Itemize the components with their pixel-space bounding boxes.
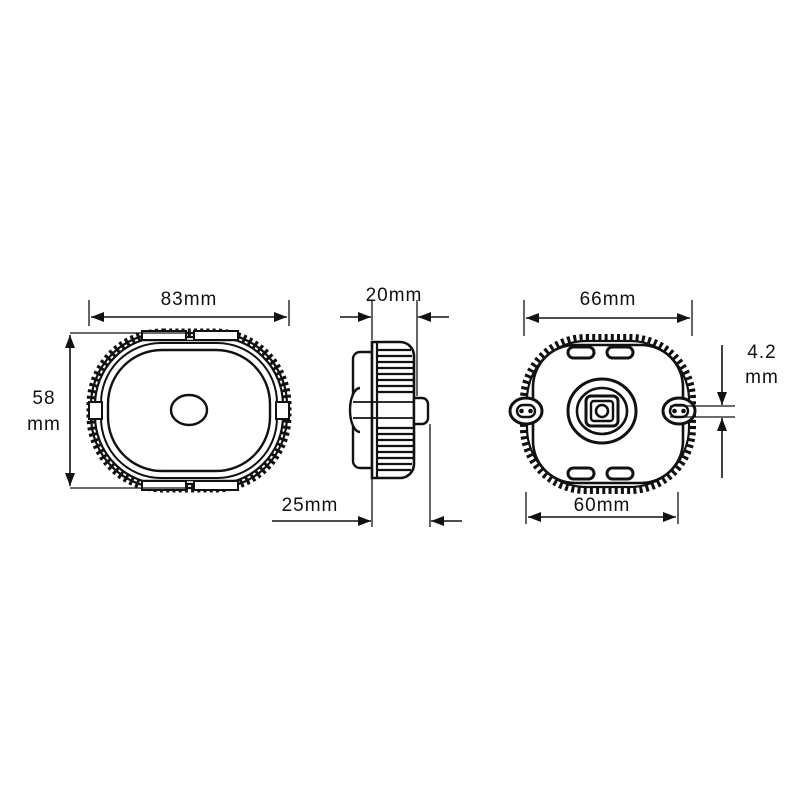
dimension-side-depth-label: 20mm [366, 285, 423, 306]
side-mid-band [353, 401, 416, 419]
dimension-front-width: 83mm [88, 289, 290, 326]
rear-slot-bottom-left [566, 466, 596, 481]
side-mount-base [351, 350, 374, 470]
dimension-rear-width: 66mm [523, 289, 693, 336]
rear-slot-top-left [566, 345, 596, 360]
side-mount-pivot [348, 386, 361, 434]
front-tab-bottom [141, 479, 239, 491]
dimension-rear-width-label: 66mm [580, 289, 637, 310]
dimension-rear-bolt-span: 60mm [525, 492, 679, 524]
rear-screw-hole-right [661, 396, 697, 426]
dimension-side-offset: 25mm [272, 424, 462, 527]
front-center-boss [169, 393, 209, 427]
side-body [370, 340, 416, 480]
side-tab [412, 396, 430, 426]
dimension-rear-bolt-span-label: 60mm [574, 495, 631, 516]
front-view: 83mm 58 mm [27, 289, 292, 493]
dimension-side-offset-label: 25mm [282, 495, 339, 516]
side-view: 20mm 25mm [272, 285, 462, 527]
dimension-front-height-value: 58 [32, 388, 55, 409]
rear-slot-top-right [605, 345, 635, 360]
rear-slots [566, 345, 635, 481]
rear-center-boss [566, 377, 638, 445]
dimension-front-height-unit: mm [27, 414, 61, 435]
front-tab-top [141, 330, 239, 342]
rear-screw-hole-left [508, 396, 544, 426]
dimension-rear-slot-height-unit: mm [745, 367, 779, 388]
dimension-side-depth: 20mm [340, 285, 449, 396]
side-fins-upper [377, 348, 414, 394]
side-fins-lower [377, 426, 414, 472]
rear-slot-bottom-right [605, 466, 635, 481]
dimension-rear-slot-height: 4.2 mm [670, 342, 779, 478]
front-side-pads [88, 401, 290, 420]
dimension-front-width-label: 83mm [161, 289, 218, 310]
dimension-rear-slot-height-value: 4.2 [747, 342, 776, 363]
dimension-front-height: 58 mm [27, 332, 190, 489]
rear-view: 66mm 60mm 4.2 mm [508, 289, 779, 524]
